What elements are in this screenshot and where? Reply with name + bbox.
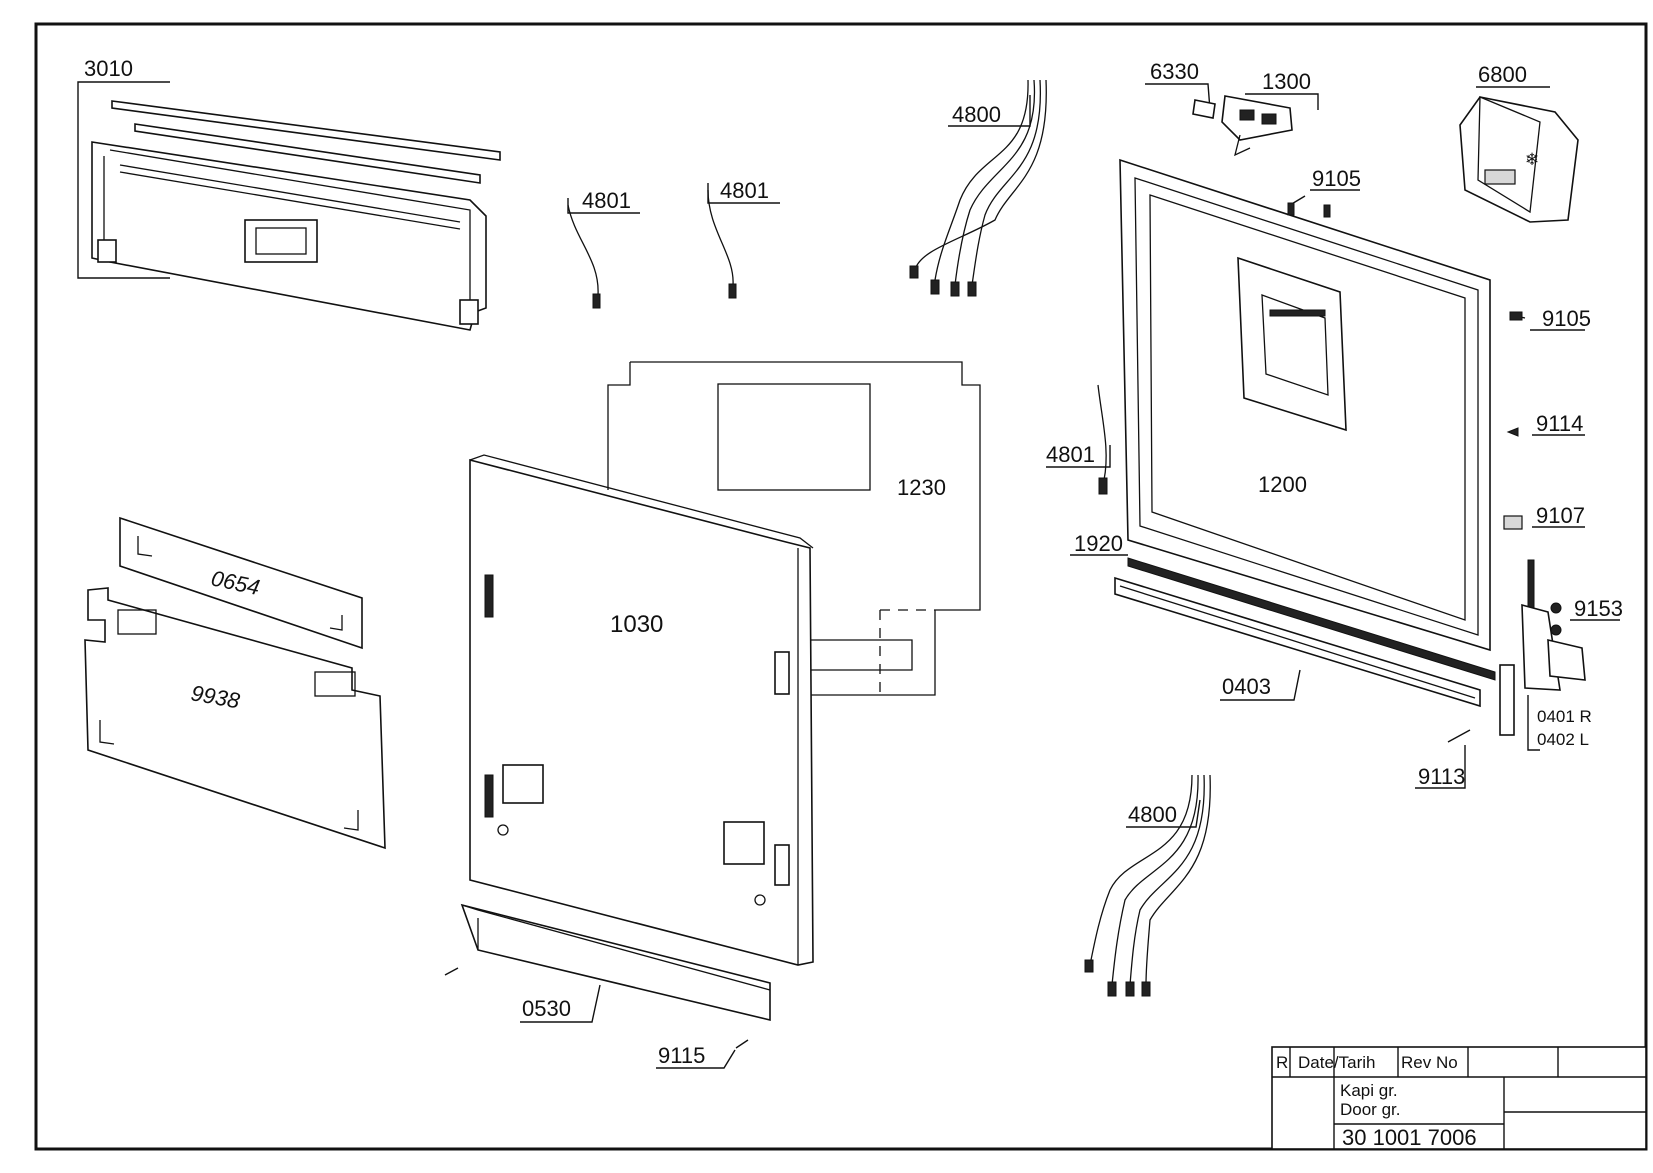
label-4801-a: 4801 xyxy=(582,188,631,213)
label-1030: 1030 xyxy=(610,611,663,638)
part-0654-panel: 0654 xyxy=(119,516,363,650)
title-revno-col: Rev No xyxy=(1401,1053,1458,1072)
label-9105-b: 9105 xyxy=(1542,306,1591,331)
label-1200: 1200 xyxy=(1258,472,1307,497)
label-4801-c: 4801 xyxy=(1046,442,1095,467)
title-date-col: Date/Tarih xyxy=(1298,1053,1375,1072)
label-0530: 0530 xyxy=(522,996,571,1021)
label-1920: 1920 xyxy=(1074,531,1123,556)
title-name-tr: Kapi gr. xyxy=(1340,1081,1398,1100)
part-0530-bottom-profile: 0530 xyxy=(444,903,771,1023)
part-4801-cable-a: 4801 xyxy=(567,188,640,309)
part-4801-cable-c: 4801 xyxy=(1046,384,1111,495)
part-4801-cable-b: 4801 xyxy=(707,178,780,299)
part-0401-0402-hinge: 0401 R 0402 L xyxy=(1499,559,1592,751)
label-0403: 0403 xyxy=(1222,674,1271,699)
part-1300-lock: 1300 xyxy=(1221,69,1319,157)
sheet-border xyxy=(34,22,1648,1151)
svg-text:❄: ❄ xyxy=(1525,150,1539,169)
label-4801-b: 4801 xyxy=(720,178,769,203)
part-9107: 9107 xyxy=(1503,503,1585,530)
label-9105-a: 9105 xyxy=(1312,166,1361,191)
label-1230: 1230 xyxy=(897,475,946,500)
label-9107: 9107 xyxy=(1536,503,1585,528)
part-4800-harness-a: 4800 xyxy=(909,79,1047,297)
part-9938-panel: 9938 xyxy=(84,587,386,850)
label-4800-b: 4800 xyxy=(1128,802,1177,827)
title-rev-col: R xyxy=(1276,1053,1288,1072)
label-0402: 0402 L xyxy=(1537,730,1589,749)
title-block: R Date/Tarih Rev No Kapi gr. Door gr. 30… xyxy=(1271,1046,1647,1150)
part-6330-switch: 6330 xyxy=(1145,59,1216,119)
label-3010: 3010 xyxy=(84,56,133,81)
part-3010-control-panel: 3010 xyxy=(77,56,501,331)
part-1200-inner-door: 1200 xyxy=(1119,158,1491,652)
part-9114: 9114 xyxy=(1506,411,1585,437)
part-1230-insulation: 1230 xyxy=(607,361,981,696)
part-9153: 9153 xyxy=(1550,596,1623,636)
part-4800-harness-b: 4800 xyxy=(1084,774,1211,997)
title-name-en: Door gr. xyxy=(1340,1100,1400,1119)
part-9113: 9113 xyxy=(1415,729,1471,789)
label-9114: 9114 xyxy=(1536,411,1583,436)
label-1300: 1300 xyxy=(1262,69,1311,94)
label-9153: 9153 xyxy=(1574,596,1623,621)
label-0401: 0401 R xyxy=(1537,707,1592,726)
part-1030-outer-door: 1030 xyxy=(469,454,814,966)
part-0403-rail: 0403 xyxy=(1114,576,1481,708)
part-9105-screw-side: 9105 xyxy=(1509,306,1591,331)
part-9105-screws-top: 9105 xyxy=(1287,166,1361,218)
label-9113: 9113 xyxy=(1418,764,1465,789)
title-drawing-number: 30 1001 7006 xyxy=(1342,1125,1477,1150)
label-9115: 9115 xyxy=(658,1043,705,1068)
part-1920-gasket: 1920 xyxy=(1070,531,1496,681)
label-4800-a: 4800 xyxy=(952,102,1001,127)
part-9115-screw: 9115 xyxy=(656,1039,749,1069)
label-6330: 6330 xyxy=(1150,59,1199,84)
label-6800: 6800 xyxy=(1478,62,1527,87)
part-6800-dispenser: 6800 ❄ xyxy=(1459,62,1579,223)
